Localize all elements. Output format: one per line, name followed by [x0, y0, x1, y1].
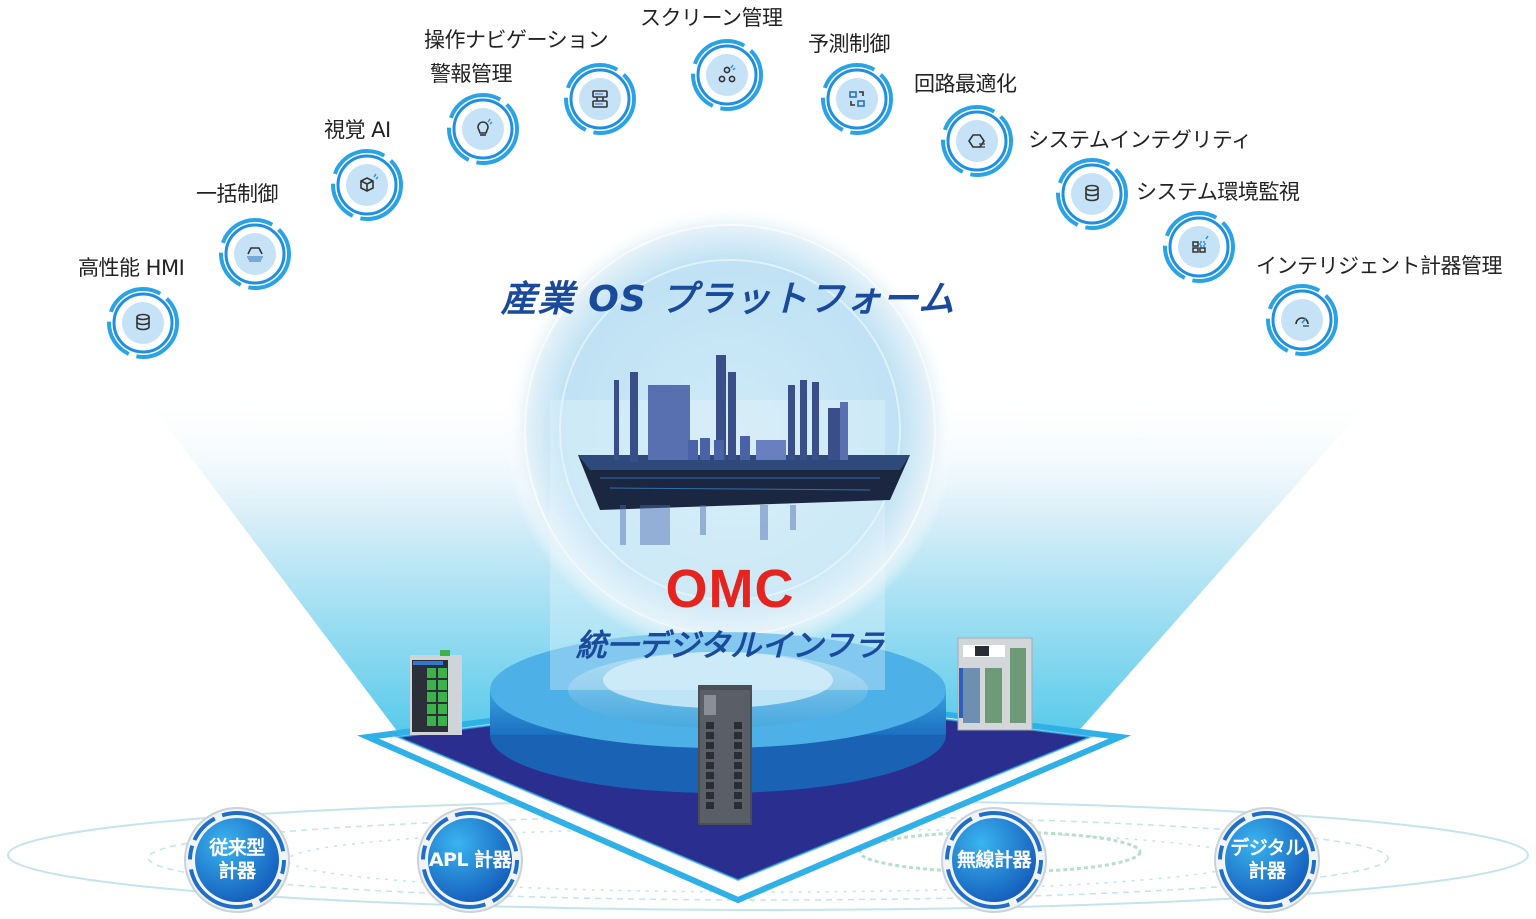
app-node-system-integrity[interactable]: [1055, 157, 1129, 231]
cube-icon: [360, 173, 379, 192]
node-ring: [564, 63, 636, 135]
cabinet-panel-device: [957, 637, 1033, 731]
app-node-operation-navigation[interactable]: [563, 62, 637, 136]
io-module-device: [410, 650, 462, 735]
refinery-model: [578, 355, 910, 545]
database-icon: [136, 313, 150, 331]
badge-ring: [941, 807, 1047, 913]
app-node-predictive-control[interactable]: [820, 62, 894, 136]
dome-icon: [247, 247, 263, 262]
squares-icon: [849, 91, 865, 107]
infra-title: 統一デジタルインフラ: [575, 628, 885, 664]
controller-rack-device: [698, 685, 752, 825]
node-ring: [1266, 284, 1338, 356]
device-badge-wireless-instrument[interactable]: 無線計器: [940, 806, 1048, 914]
app-label-batch-control: 一括制御: [196, 182, 279, 206]
device-badge-digital-instrument[interactable]: デジタル 計器: [1213, 806, 1321, 914]
app-label-intelligent-instrument-management: インテリジェント計器管理: [1256, 254, 1503, 278]
app-label-operation-navigation: 操作ナビゲーション: [424, 28, 609, 52]
badge-text: デジタル 計器: [1230, 837, 1304, 882]
app-node-intelligent-instrument-management[interactable]: [1265, 283, 1339, 357]
grid-icon: [1192, 235, 1209, 253]
device-badge-conventional-instrument[interactable]: 従来型 計器: [183, 806, 291, 914]
app-node-high-performance-hmi[interactable]: [106, 286, 180, 360]
app-node-batch-control[interactable]: [218, 217, 292, 291]
app-label-screen-management: スクリーン管理: [640, 6, 783, 30]
node-ring: [1056, 158, 1128, 230]
badge-ring: [1214, 807, 1320, 913]
circles-icon: [718, 64, 736, 83]
badge-ring: [184, 807, 290, 913]
node-ring: [1163, 211, 1235, 283]
badge-ring: [417, 807, 523, 913]
lightbulb-icon: [477, 118, 493, 136]
badge-text: 従来型 計器: [209, 837, 265, 882]
app-label-vision-ai: 視覚 AI: [324, 118, 391, 142]
device-badge-apl-instrument[interactable]: APL 計器: [416, 806, 524, 914]
server-icon: [592, 90, 608, 108]
app-node-system-environment-monitoring[interactable]: [1162, 210, 1236, 284]
app-label-system-integrity: システムインテグリティ: [1028, 128, 1252, 152]
node-ring: [107, 287, 179, 359]
hexagon-icon: [968, 134, 985, 148]
badge-text: APL 計器: [428, 848, 512, 871]
node-ring: [691, 39, 763, 111]
omc-title: OMC: [665, 559, 795, 619]
app-node-alarm-management[interactable]: [446, 92, 520, 166]
app-label-loop-optimization: 回路最適化: [914, 72, 1017, 96]
app-label-alarm-management: 警報管理: [430, 62, 513, 86]
app-label-system-environment-monitoring: システム環境監視: [1136, 180, 1300, 204]
app-node-loop-optimization[interactable]: [940, 104, 1014, 178]
gauge-icon: [1295, 317, 1309, 327]
node-ring: [821, 63, 893, 135]
database-icon: [1085, 184, 1099, 202]
app-node-screen-management[interactable]: [690, 38, 764, 112]
node-ring: [219, 218, 291, 290]
node-ring: [941, 105, 1013, 177]
app-label-high-performance-hmi: 高性能 HMI: [78, 256, 185, 280]
app-label-predictive-control: 予測制御: [808, 32, 891, 56]
badge-text: 無線計器: [956, 848, 1032, 871]
app-node-vision-ai[interactable]: [330, 148, 404, 222]
platform-title: 産業 OS プラットフォーム: [500, 279, 956, 320]
node-ring: [447, 93, 519, 165]
